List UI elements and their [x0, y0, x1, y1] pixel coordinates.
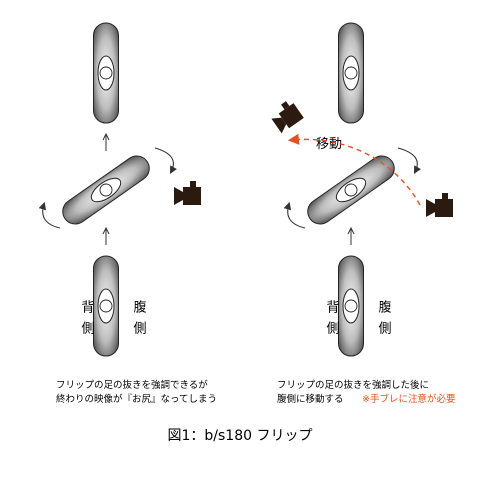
left-note-line2: 終わりの映像が『お尻』なってしまう: [56, 393, 217, 405]
skateboard-icon: [338, 22, 364, 124]
right-panel: 移動 背側 腹側 フリップの足の抜きを強調した後に 腹側に移動する ※手ブレに注…: [267, 22, 455, 405]
video-camera-icon: [174, 181, 201, 205]
rotation-arrow-icon: [154, 147, 177, 174]
up-arrow-icon: [347, 227, 355, 246]
left-panel: 背側 腹側 フリップの足の抜きを強調できるが 終わりの映像が『お尻』なってしまう: [38, 22, 217, 405]
label-belly: 腹側: [131, 299, 147, 342]
rotation-arrow-icon: [38, 201, 61, 229]
rotation-arrow-icon: [397, 147, 421, 174]
right-note-line1: フリップの足の抜きを強調した後に: [277, 379, 429, 391]
label-back: 背側: [324, 300, 340, 342]
skateboard-icon: [93, 255, 119, 357]
move-label: 移動: [316, 137, 342, 152]
right-note-line2: 腹側に移動する: [277, 393, 344, 405]
camera-path-arrow-icon: [287, 133, 421, 206]
video-camera-icon: [426, 193, 453, 217]
skateboard-icon: [302, 150, 400, 230]
rotation-arrow-icon: [283, 201, 306, 229]
video-camera-icon: [267, 98, 304, 134]
warning-note: ※手ブレに注意が必要: [362, 393, 455, 405]
label-belly: 腹側: [376, 299, 392, 342]
skateboard-icon: [93, 22, 119, 124]
skateboard-icon: [338, 255, 364, 357]
up-arrow-icon: [102, 133, 110, 152]
label-back: 背側: [79, 300, 95, 342]
skateboard-icon: [57, 150, 155, 230]
up-arrow-icon: [102, 227, 110, 246]
figure-caption: 図1：b/s180 フリップ: [168, 428, 313, 444]
left-note-line1: フリップの足の抜きを強調できるが: [56, 379, 208, 391]
